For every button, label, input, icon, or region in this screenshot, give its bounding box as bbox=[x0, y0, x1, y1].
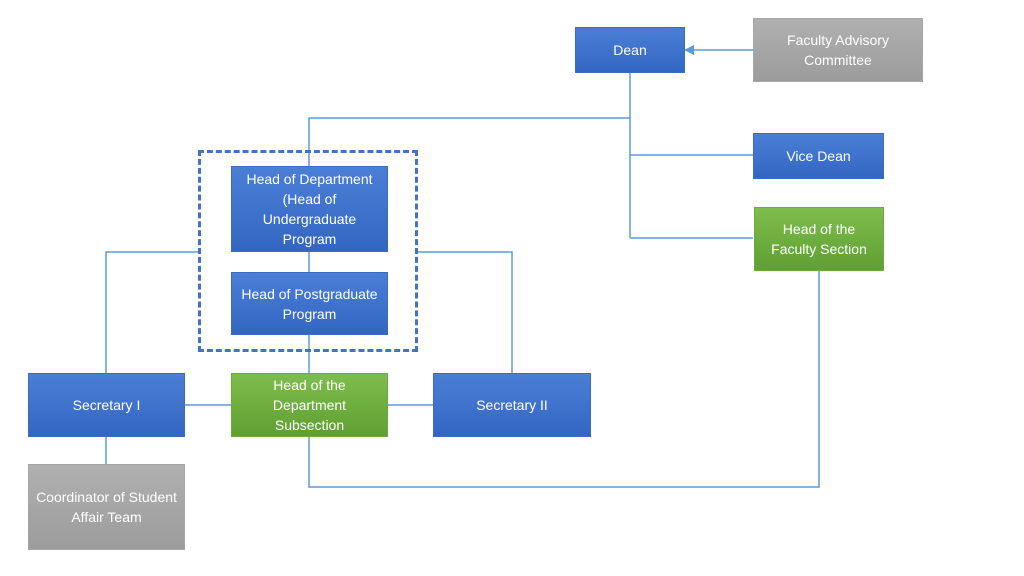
coordinator-student-affair-team-box[interactable]: Coordinator of Student Affair Team bbox=[28, 464, 185, 550]
vice-dean-box[interactable]: Vice Dean bbox=[753, 133, 884, 179]
arrowhead-icon bbox=[684, 45, 694, 55]
dean-box[interactable]: Dean bbox=[575, 27, 685, 73]
head-of-department-subsection-box[interactable]: Head of the Department Subsection bbox=[231, 373, 388, 437]
group-to-secretary2-line bbox=[418, 251, 513, 373]
secretary-2-label: Secretary II bbox=[476, 397, 548, 413]
head-of-department-group bbox=[198, 150, 418, 352]
head-of-faculty-section-label: Head of the Faculty Section bbox=[771, 221, 867, 257]
faculty-advisory-committee-label: Faculty Advisory Committee bbox=[787, 32, 889, 68]
faculty-advisory-committee-box[interactable]: Faculty Advisory Committee bbox=[753, 18, 923, 82]
group-to-secretary1-line bbox=[105, 251, 198, 373]
head-of-postgraduate-program-label: Head of Postgraduate Program bbox=[241, 285, 378, 322]
head-of-department-label: Head of Department (Head of Undergraduat… bbox=[246, 171, 373, 247]
coordinator-student-affair-team-label: Coordinator of Student Affair Team bbox=[36, 489, 177, 525]
head-of-department-subsection-label: Head of the Department Subsection bbox=[272, 377, 347, 433]
secretary-2-box[interactable]: Secretary II bbox=[433, 373, 591, 437]
secretary-1-box[interactable]: Secretary I bbox=[28, 373, 185, 437]
secretary-1-label: Secretary I bbox=[72, 397, 141, 413]
faculty-section-to-subsection-line bbox=[308, 271, 820, 488]
head-of-faculty-section-box[interactable]: Head of the Faculty Section bbox=[754, 207, 884, 271]
head-of-postgraduate-program-box[interactable]: Head of Postgraduate Program bbox=[231, 272, 388, 335]
head-of-department-box[interactable]: Head of Department (Head of Undergraduat… bbox=[231, 166, 388, 252]
vice-dean-label: Vice Dean bbox=[786, 148, 851, 164]
dean-label: Dean bbox=[613, 42, 647, 58]
